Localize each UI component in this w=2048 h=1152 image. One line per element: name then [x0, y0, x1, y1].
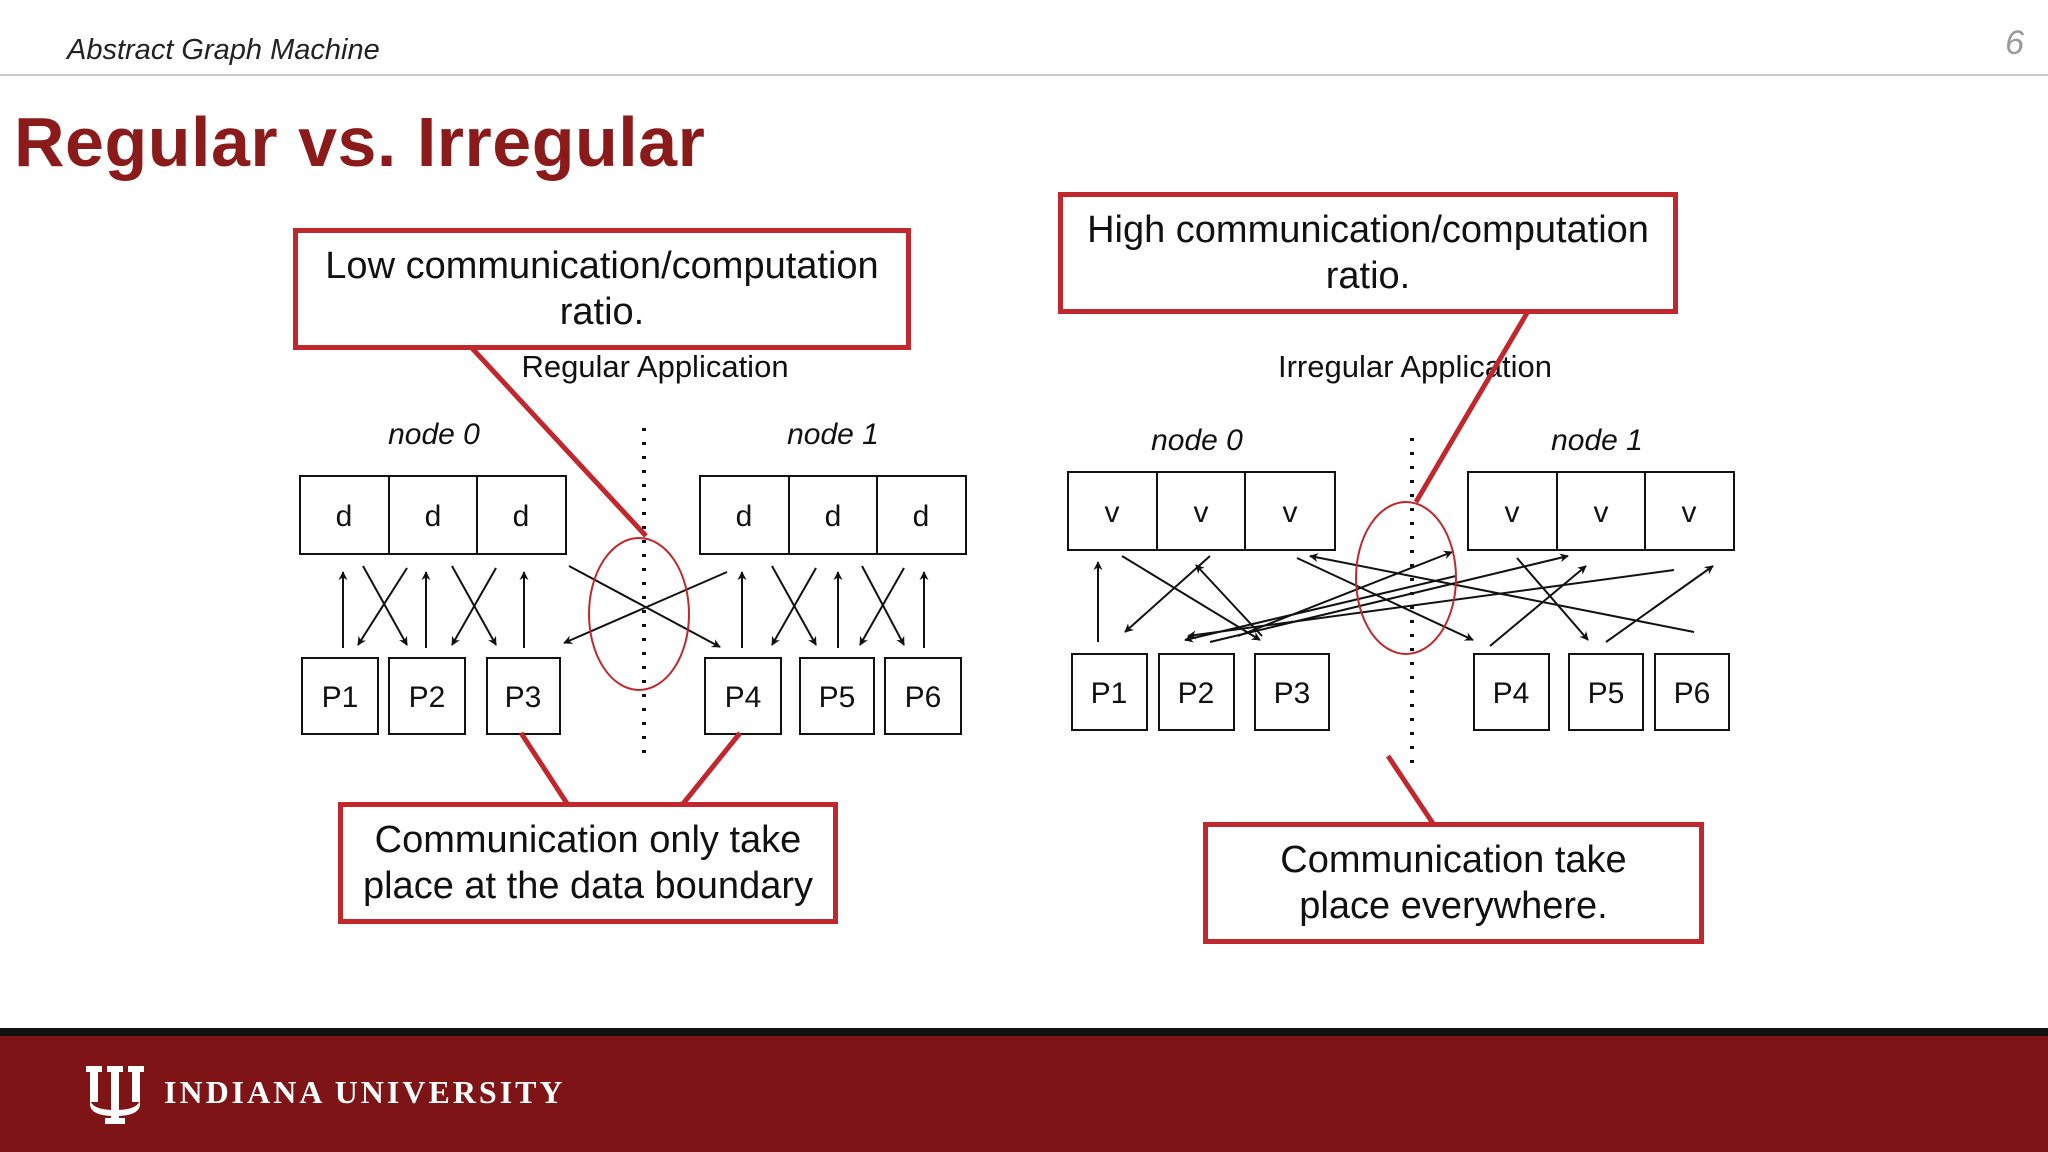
irregular-processor-label: P3: [1274, 677, 1311, 710]
regular-boundary-highlight: [588, 537, 690, 691]
irregular-data-cell: v: [1194, 496, 1209, 529]
callout-leader-lines: [468, 311, 1530, 827]
regular-processor-label: P3: [505, 681, 542, 714]
regular-data-cell: d: [513, 500, 530, 533]
irregular-processor-label: P6: [1674, 677, 1711, 710]
irregular-data-cell: v: [1594, 496, 1609, 529]
regular-data-cell: d: [736, 500, 753, 533]
regular-node0-label: node 0: [388, 418, 480, 451]
regular-processor-label: P4: [725, 681, 762, 714]
irregular-node1-data-array: [1467, 471, 1735, 551]
low-ratio-callout: Low communication/computation ratio.: [293, 228, 911, 350]
header-divider: [0, 74, 2048, 76]
regular-node1-label: node 1: [787, 418, 879, 451]
irregular-data-cell: v: [1682, 496, 1697, 529]
regular-processor-label: P2: [409, 681, 446, 714]
iu-trident-icon: [86, 1066, 144, 1124]
irregular-processor-label: P2: [1178, 677, 1215, 710]
regular-node0-data-array: [299, 475, 567, 555]
irregular-data-cell: v: [1105, 496, 1120, 529]
regular-processor-label: P1: [322, 681, 359, 714]
regular-communication-arrows: [338, 565, 929, 648]
irregular-boundary-highlight: [1355, 501, 1457, 655]
everywhere-callout: Communication take place everywhere.: [1203, 822, 1704, 944]
irregular-app-label: Irregular Application: [1278, 349, 1552, 384]
irregular-processor-boxes: [1071, 653, 1730, 731]
regular-data-cell: d: [913, 500, 930, 533]
university-wordmark: INDIANA UNIVERSITY: [164, 1074, 566, 1110]
irregular-processor-label: P1: [1091, 677, 1128, 710]
high-ratio-callout: High communication/computation ratio.: [1058, 192, 1678, 314]
irregular-communication-arrows: [1093, 550, 1714, 647]
footer-bar: [0, 1036, 2048, 1152]
irregular-node1-label: node 1: [1551, 424, 1643, 457]
regular-data-cell: d: [425, 500, 442, 533]
regular-data-cell: d: [336, 500, 353, 533]
irregular-processor-label: P4: [1493, 677, 1530, 710]
regular-data-cell: d: [825, 500, 842, 533]
regular-processor-label: P6: [905, 681, 942, 714]
slide-title: Regular vs. Irregular: [14, 103, 706, 181]
regular-app-label: Regular Application: [521, 349, 788, 384]
header-title: Abstract Graph Machine: [67, 34, 380, 66]
slide-number: 6: [2005, 24, 2024, 62]
irregular-node0-label: node 0: [1151, 424, 1243, 457]
irregular-node0-data-array: [1067, 471, 1336, 551]
irregular-data-cell: v: [1505, 496, 1520, 529]
regular-processor-label: P5: [819, 681, 856, 714]
footer-top-rule: [0, 1028, 2048, 1036]
regular-processor-boxes: [301, 657, 962, 735]
irregular-data-cell: v: [1283, 496, 1298, 529]
data-boundary-callout: Communication only take place at the dat…: [338, 802, 838, 924]
regular-node1-data-array: [699, 475, 967, 555]
irregular-processor-label: P5: [1588, 677, 1625, 710]
